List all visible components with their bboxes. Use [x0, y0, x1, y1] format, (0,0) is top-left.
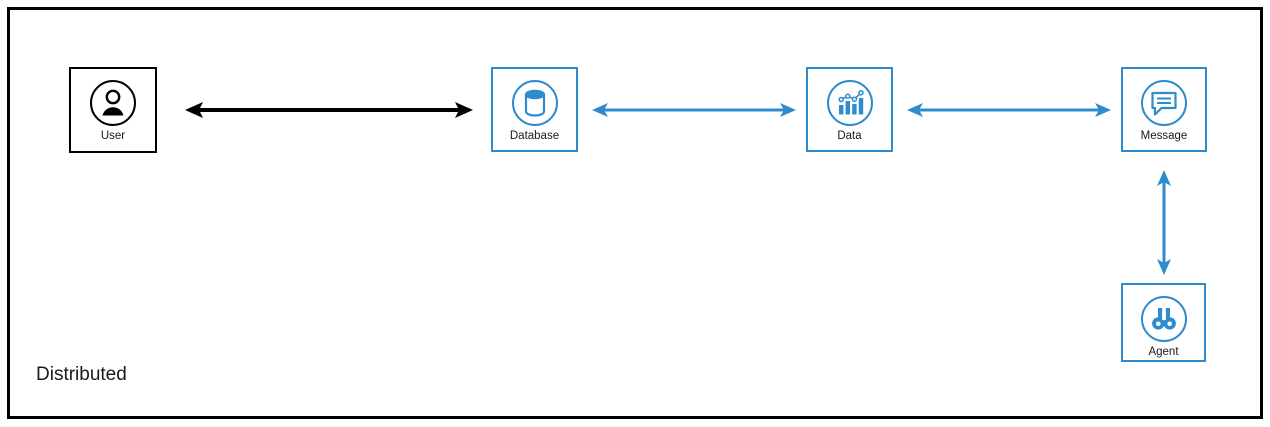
- binoculars-icon: [1137, 292, 1191, 346]
- user-icon: [86, 76, 140, 130]
- diagram-frame: [7, 7, 1263, 419]
- database-cylinder-icon: [508, 76, 562, 130]
- connection-data-message: [907, 101, 1111, 119]
- node-label-data: Data: [837, 130, 862, 142]
- connection-message-agent: [1155, 170, 1173, 275]
- speech-bubble-icon: [1137, 76, 1191, 130]
- node-user[interactable]: User: [69, 67, 157, 153]
- node-label-user: User: [100, 130, 126, 142]
- connection-user-database: [185, 100, 473, 120]
- bar-chart-icon: [823, 76, 877, 130]
- node-label-agent: Agent: [1148, 346, 1179, 358]
- node-agent[interactable]: Agent: [1121, 283, 1206, 362]
- connection-database-data: [592, 101, 796, 119]
- diagram-title: Distributed: [36, 364, 127, 385]
- node-label-message: Message: [1140, 130, 1188, 142]
- node-message[interactable]: Message: [1121, 67, 1207, 152]
- node-data[interactable]: Data: [806, 67, 893, 152]
- node-label-database: Database: [509, 130, 560, 142]
- node-database[interactable]: Database: [491, 67, 578, 152]
